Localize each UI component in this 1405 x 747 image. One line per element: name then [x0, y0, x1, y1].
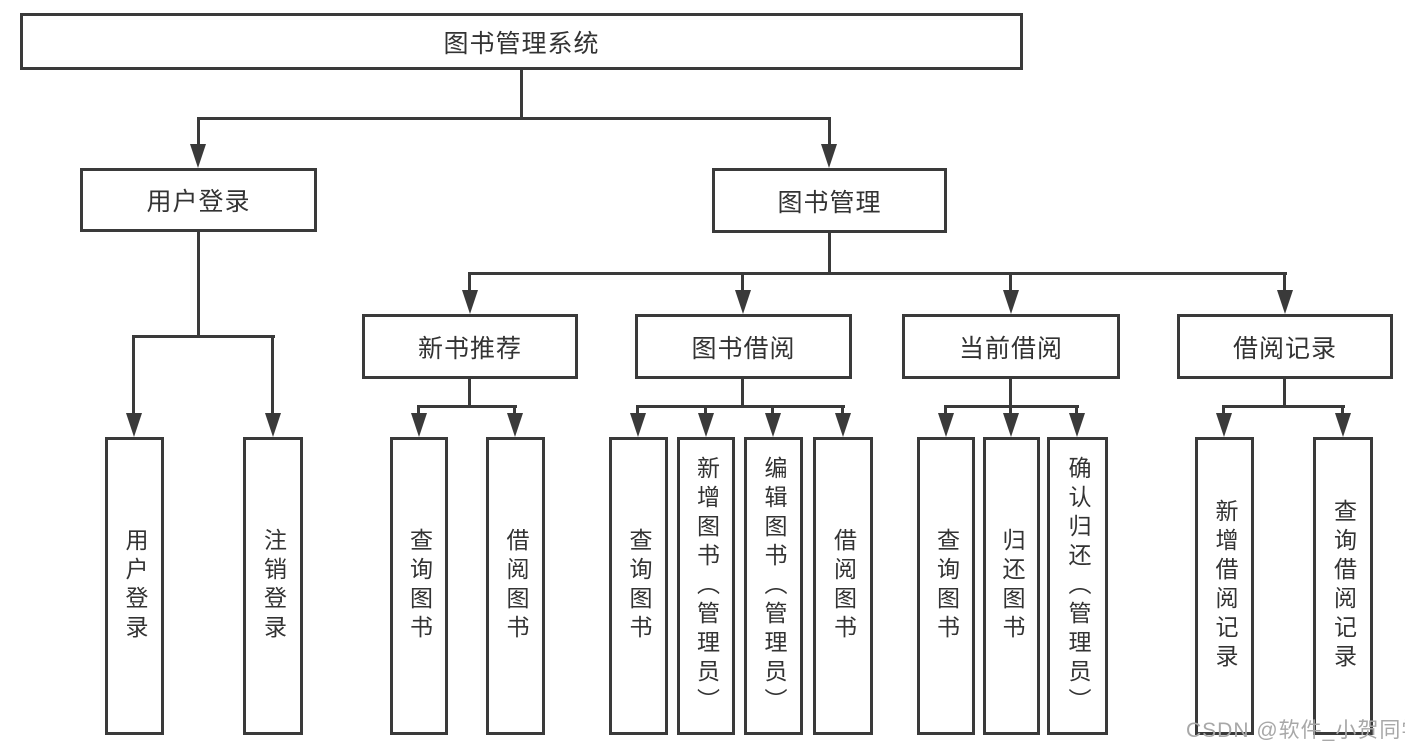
leaf-query-book-recommend: 查询图书: [390, 437, 448, 735]
node-label: 借阅记录: [1232, 334, 1337, 363]
arrow-down-icon: [1003, 290, 1019, 314]
csdn-watermark: CSDN @软件_小贺同学: [1186, 719, 1405, 742]
node-current-borrow: 当前借阅: [902, 314, 1120, 379]
node-label: 新书推荐: [417, 334, 522, 363]
node-label: 图书借阅: [691, 334, 796, 363]
arrow-down-icon: [265, 413, 281, 437]
leaf-label: 查询图书: [406, 528, 433, 644]
connector-root-stem: [520, 70, 523, 117]
connector-drop-line: [841, 405, 844, 417]
node-library-system: 图书管理系统: [20, 13, 1023, 70]
arrow-down-icon: [938, 413, 954, 437]
node-user-login: 用户登录: [80, 168, 317, 232]
leaf-label: 归还图书: [999, 528, 1025, 644]
connector-section-stem: [468, 379, 471, 405]
connector-user-login-stem: [197, 232, 200, 335]
leaf-user-login: 用户登录: [105, 437, 164, 735]
arrow-down-icon: [1069, 413, 1085, 437]
leaf-label: 借阅图书: [503, 528, 529, 644]
leaf-query-borrow-record: 查询借阅记录: [1313, 437, 1373, 735]
arrow-down-icon: [630, 413, 646, 437]
node-label: 当前借阅: [958, 334, 1063, 363]
leaf-query-book-current: 查询图书: [917, 437, 975, 735]
connector-section-branch: [636, 405, 845, 408]
leaf-query-book-borrow: 查询图书: [609, 437, 668, 735]
connector-drop-line: [271, 335, 274, 417]
connector-drop-line: [513, 405, 516, 417]
leaf-add-book-admin: 新增图书（管理员）: [677, 437, 735, 735]
connector-book-mgmt-stem: [828, 233, 831, 272]
connector-level2-branch: [197, 117, 831, 120]
connector-section-branch: [417, 405, 517, 408]
leaf-label: 用户登录: [122, 528, 148, 644]
leaf-return-book: 归还图书: [983, 437, 1040, 735]
arrow-down-icon: [1335, 413, 1351, 437]
connector-drop-line: [828, 117, 831, 150]
node-label: 图书管理: [777, 188, 882, 217]
leaf-label: 查询借阅记录: [1330, 499, 1357, 673]
connector-drop-line: [771, 405, 774, 417]
arrow-down-icon: [1277, 290, 1293, 314]
node-label: 用户登录: [146, 188, 251, 216]
leaf-edit-book-admin: 编辑图书（管理员）: [744, 437, 803, 735]
arrow-down-icon: [411, 413, 427, 437]
arrow-down-icon: [765, 413, 781, 437]
connector-drop-line: [132, 335, 135, 417]
connector-drop-line: [636, 405, 639, 417]
connector-drop-line: [1341, 405, 1344, 417]
leaf-logout: 注销登录: [243, 437, 303, 735]
node-book-borrow: 图书借阅: [635, 314, 852, 379]
node-borrow-records: 借阅记录: [1177, 314, 1393, 379]
connector-level3-branch: [468, 272, 1287, 275]
connector-section-branch: [1222, 405, 1345, 408]
arrow-down-icon: [462, 290, 478, 314]
leaf-label: 新增图书（管理员）: [693, 455, 720, 717]
connector-user-login-branch: [132, 335, 275, 338]
connector-drop-line: [1075, 405, 1078, 417]
connector-drop-line: [1222, 405, 1225, 417]
connector-drop-line: [1009, 272, 1012, 294]
leaf-borrow-book-recommend: 借阅图书: [486, 437, 545, 735]
connector-drop-line: [741, 272, 744, 294]
connector-drop-line: [197, 117, 200, 150]
node-label: 图书管理系统: [443, 29, 600, 58]
leaf-add-borrow-record: 新增借阅记录: [1195, 437, 1254, 735]
node-book-management: 图书管理: [712, 168, 947, 233]
arrow-down-icon: [1003, 413, 1019, 437]
arrow-down-icon: [507, 413, 523, 437]
leaf-label: 确认归还（管理员）: [1065, 455, 1091, 717]
connector-drop-line: [1283, 272, 1286, 294]
connector-section-stem: [1009, 379, 1012, 405]
arrow-down-icon: [126, 413, 142, 437]
leaf-label: 编辑图书（管理员）: [761, 455, 787, 717]
arrow-down-icon: [735, 290, 751, 314]
connector-drop-line: [1009, 405, 1012, 417]
arrow-down-icon: [835, 413, 851, 437]
connector-drop-line: [468, 272, 471, 294]
leaf-label: 新增借阅记录: [1212, 499, 1238, 673]
arrow-down-icon: [821, 144, 837, 168]
leaf-label: 查询图书: [626, 528, 652, 644]
node-new-book-recommend: 新书推荐: [362, 314, 578, 379]
leaf-label: 注销登录: [260, 528, 287, 644]
connector-section-stem: [741, 379, 744, 405]
leaf-confirm-return-admin: 确认归还（管理员）: [1047, 437, 1108, 735]
leaf-label: 借阅图书: [830, 528, 857, 644]
arrow-down-icon: [1216, 413, 1232, 437]
connector-drop-line: [944, 405, 947, 417]
leaf-label: 查询图书: [933, 528, 960, 644]
arrow-down-icon: [190, 144, 206, 168]
connector-drop-line: [417, 405, 420, 417]
leaf-borrow-book: 借阅图书: [813, 437, 873, 735]
connector-section-stem: [1283, 379, 1286, 405]
connector-drop-line: [704, 405, 707, 417]
arrow-down-icon: [698, 413, 714, 437]
